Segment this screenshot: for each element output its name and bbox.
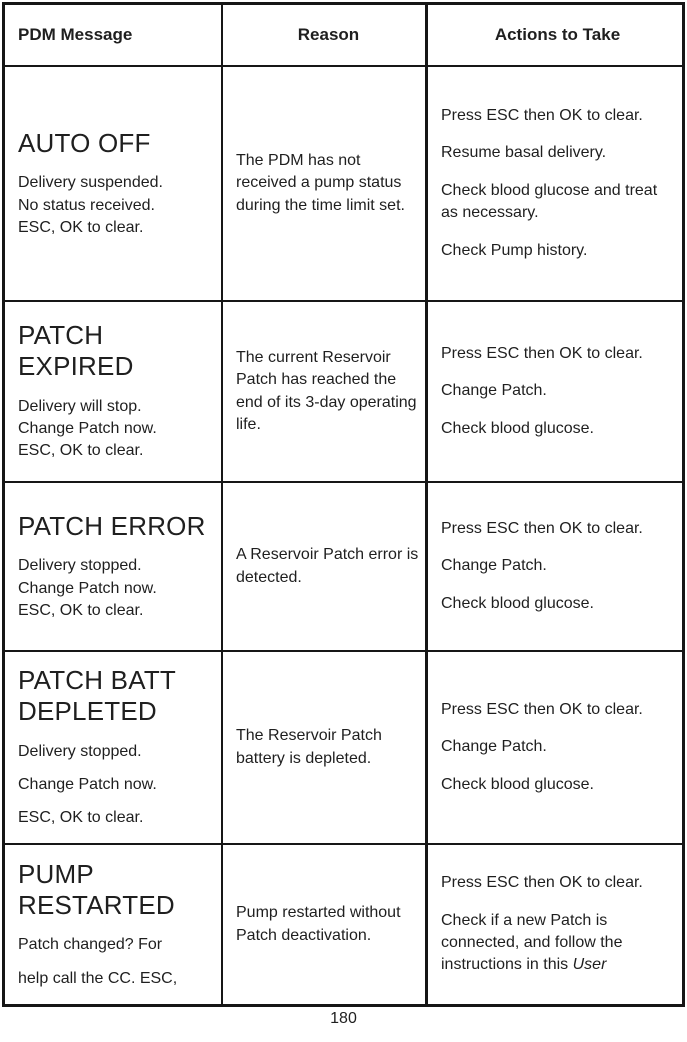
action-item: Check blood glucose. bbox=[441, 419, 594, 437]
message-line: help call the CC. ESC, bbox=[18, 969, 178, 987]
cell-actions: Press ESC then OK to clear. Resume basal… bbox=[428, 67, 682, 302]
pdm-message-detail: Delivery stopped. Change Patch now. ESC,… bbox=[18, 555, 213, 622]
cell-actions: Press ESC then OK to clear. Change Patch… bbox=[428, 652, 682, 845]
action-item: Check if a new Patch is connected, and f… bbox=[441, 910, 674, 977]
message-line: ESC, OK to clear. bbox=[18, 809, 144, 827]
action-item: Press ESC then OK to clear. bbox=[441, 700, 643, 718]
action-item: Change Patch. bbox=[441, 738, 547, 756]
pdm-message-detail: Delivery suspended. No status received. … bbox=[18, 172, 213, 239]
action-item: Press ESC then OK to clear. bbox=[441, 344, 643, 362]
pdm-message-title: AUTO OFF bbox=[18, 127, 151, 158]
action-item: Check blood glucose. bbox=[441, 775, 594, 793]
cell-actions: Press ESC then OK to clear. Change Patch… bbox=[428, 302, 682, 483]
message-line: ESC, OK to clear. bbox=[18, 219, 144, 237]
cell-actions: Press ESC then OK to clear. Check if a n… bbox=[428, 845, 682, 1004]
action-item: Check blood glucose and treat as necessa… bbox=[441, 181, 658, 222]
reason-text: The PDM has not received a pump status d… bbox=[236, 151, 405, 214]
italic-doc-reference: User bbox=[572, 956, 607, 974]
message-line: ESC, OK to clear. bbox=[18, 602, 144, 620]
action-item: Press ESC then OK to clear. bbox=[441, 107, 643, 125]
reason-text: Pump restarted without Patch deactivatio… bbox=[236, 904, 401, 944]
action-item: Press ESC then OK to clear. bbox=[441, 874, 643, 892]
message-line: Change Patch now. bbox=[18, 775, 157, 793]
pdm-message-detail: Patch changed? For help call the CC. ESC… bbox=[18, 934, 213, 990]
action-item: Resume basal delivery. bbox=[441, 144, 607, 162]
cell-pdm-message: PATCH EXPIRED Delivery will stop. Change… bbox=[5, 302, 223, 483]
cell-actions: Press ESC then OK to clear. Change Patch… bbox=[428, 483, 682, 652]
cell-reason: The current Reservoir Patch has reached … bbox=[223, 302, 428, 483]
reason-text: The current Reservoir Patch has reached … bbox=[236, 348, 417, 433]
action-text-part: Check if a new Patch is connected, and f… bbox=[441, 911, 623, 974]
action-item: Check blood glucose. bbox=[441, 594, 594, 612]
pdm-message-title: PATCH ERROR bbox=[18, 510, 206, 541]
cell-reason: A Reservoir Patch error is detected. bbox=[223, 483, 428, 652]
message-line: Patch changed? For bbox=[18, 936, 163, 954]
header-pdm-message: PDM Message bbox=[5, 5, 223, 67]
cell-reason: The PDM has not received a pump status d… bbox=[223, 67, 428, 302]
header-reason: Reason bbox=[223, 5, 428, 67]
action-item: Change Patch. bbox=[441, 557, 547, 575]
message-line: Change Patch now. bbox=[18, 419, 157, 437]
cell-reason: Pump restarted without Patch deactivatio… bbox=[223, 845, 428, 1004]
cell-pdm-message: PATCH ERROR Delivery stopped. Change Pat… bbox=[5, 483, 223, 652]
message-line: ESC, OK to clear. bbox=[18, 442, 144, 460]
action-item: Press ESC then OK to clear. bbox=[441, 519, 643, 537]
pdm-message-title: PATCH BATT DEPLETED bbox=[18, 665, 176, 726]
cell-reason: The Reservoir Patch battery is depleted. bbox=[223, 652, 428, 845]
pdm-message-detail: Delivery will stop. Change Patch now. ES… bbox=[18, 396, 213, 463]
message-line: Delivery will stop. bbox=[18, 397, 142, 415]
pdm-message-title: PUMP RESTARTED bbox=[18, 858, 175, 920]
message-line: Delivery stopped. bbox=[18, 742, 142, 760]
message-line: No status received. bbox=[18, 196, 155, 214]
page-number: 180 bbox=[330, 1010, 357, 1027]
cell-pdm-message: PATCH BATT DEPLETED Delivery stopped. Ch… bbox=[5, 652, 223, 845]
alarm-reference-table: PDM Message Reason Actions to Take AUTO … bbox=[2, 2, 685, 1007]
message-line: Delivery suspended. bbox=[18, 174, 163, 192]
message-line: Change Patch now. bbox=[18, 579, 157, 597]
cell-pdm-message: PUMP RESTARTED Patch changed? For help c… bbox=[5, 845, 223, 1004]
pdm-message-detail: Delivery stopped. Change Patch now. ESC,… bbox=[18, 741, 213, 830]
reason-text: The Reservoir Patch battery is depleted. bbox=[236, 727, 382, 767]
action-item: Check Pump history. bbox=[441, 241, 588, 259]
cell-pdm-message: AUTO OFF Delivery suspended. No status r… bbox=[5, 67, 223, 302]
action-item: Change Patch. bbox=[441, 382, 547, 400]
pdm-message-title: PATCH EXPIRED bbox=[18, 320, 134, 381]
message-line: Delivery stopped. bbox=[18, 557, 142, 575]
header-actions-to-take: Actions to Take bbox=[428, 5, 682, 67]
reason-text: A Reservoir Patch error is detected. bbox=[236, 546, 419, 586]
